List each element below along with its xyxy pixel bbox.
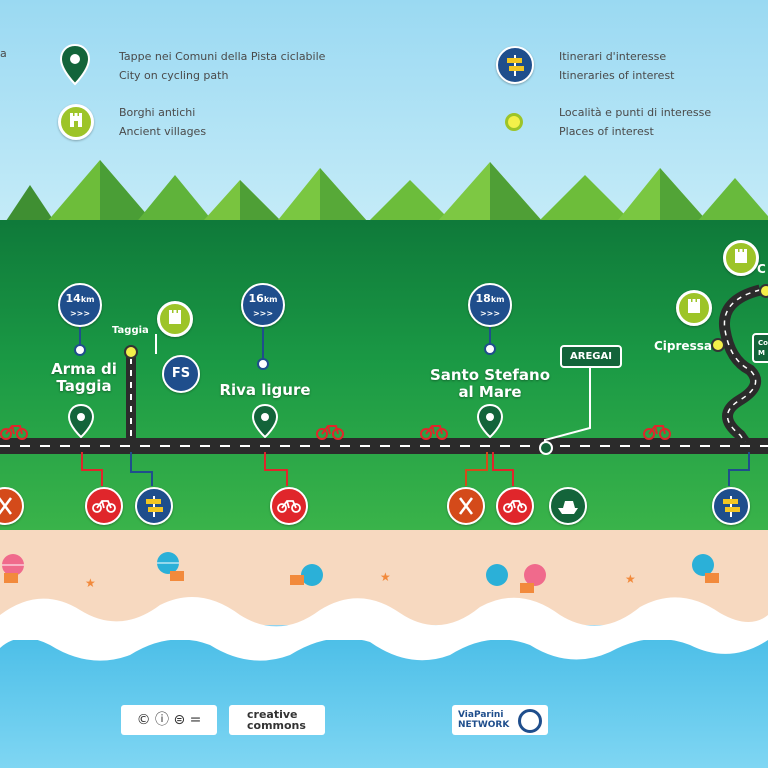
- km-14-value: 14: [65, 292, 81, 305]
- santo-stefano-pin-icon: [477, 404, 503, 438]
- wave-foam: [0, 630, 768, 661]
- santo-stefano-label: Santo Stefano al Mare: [425, 367, 555, 401]
- ancient-village-icon: [58, 104, 94, 140]
- viaparini-network-logo[interactable]: ViaParini NETWORK: [452, 705, 548, 735]
- itinerary-signpost-icon: [496, 46, 534, 84]
- taggia-place-dot-icon: [124, 345, 138, 359]
- viaparini-text1: ViaParini: [458, 710, 504, 720]
- arma-pin-icon: [68, 404, 94, 438]
- aregai-tag: AREGAI: [560, 345, 622, 368]
- svg-text:★: ★: [85, 576, 96, 590]
- legend-itineraries-it: Itinerari d'interesse: [559, 50, 667, 63]
- boat-marina-icon: [549, 487, 587, 525]
- winding-road: [718, 284, 762, 445]
- itinerary-icon-cipressa: [712, 487, 750, 525]
- km-18-value: 18: [475, 292, 491, 305]
- road-centerline: [0, 445, 768, 447]
- legend-cycling-path-it: Tappe nei Comuni della Pista ciclabile: [119, 50, 326, 63]
- arma-di-taggia-label: Arma di Taggia: [40, 361, 128, 395]
- legend-cut-label: a: [0, 47, 7, 60]
- road-bikes: [0, 425, 671, 440]
- legend-ancient-villages: Borghi antichi Ancient villages: [119, 103, 206, 141]
- service-connectors: [81, 452, 750, 486]
- taggia-road-dash: [130, 358, 132, 438]
- itinerary-icon: [135, 487, 173, 525]
- km-18-stem: [489, 327, 491, 345]
- legend-places-it: Località e punti di interesse: [559, 106, 712, 119]
- cipressa-place-dot-icon: [711, 338, 725, 352]
- cc-text1: creative: [247, 708, 298, 721]
- arma-line2: Taggia: [56, 377, 112, 395]
- place-of-interest-dot-icon: [505, 113, 523, 131]
- km-marker-14: 14km >>>: [58, 283, 102, 327]
- aregai-road-node: [539, 441, 553, 455]
- km-18-unit: km: [490, 295, 505, 304]
- cut-c-label: C: [757, 262, 766, 276]
- km-16-value: 16: [248, 292, 264, 305]
- santo-line2: al Mare: [458, 383, 522, 401]
- km-marker-18: 18km >>>: [468, 283, 512, 327]
- km-14-unit: km: [80, 295, 95, 304]
- arma-line1: Arma di: [51, 360, 117, 378]
- legend-cycling-path-en: City on cycling path: [119, 69, 229, 82]
- km-16-stem: [262, 327, 264, 362]
- train-station-fs-icon: FS: [162, 355, 200, 393]
- legend-cycling-path: Tappe nei Comuni della Pista ciclabile C…: [119, 47, 325, 85]
- svg-text:★: ★: [625, 572, 636, 586]
- taggia-connector: [155, 334, 157, 354]
- cipressa-label: Cipressa: [654, 339, 712, 353]
- sea-area: [0, 640, 768, 768]
- cc-symbols-text: © ⓘ ⊜ =: [136, 712, 202, 728]
- cipressa-village-icon: [676, 290, 712, 326]
- santo-line1: Santo Stefano: [429, 366, 551, 384]
- legend-itineraries-en: Itineraries of interest: [559, 69, 675, 82]
- km-18-dot: [484, 343, 496, 355]
- svg-text:★: ★: [380, 570, 391, 584]
- far-right-village-icon: [723, 240, 759, 276]
- bike-rental-icon-riva: [270, 487, 308, 525]
- km-14-stem: [79, 327, 81, 347]
- legend-places-en: Places of interest: [559, 125, 654, 138]
- riva-pin-icon: [252, 404, 278, 438]
- km-18-arrows: >>>: [479, 309, 501, 318]
- legend-ancient-it: Borghi antichi: [119, 106, 196, 119]
- bike-rental-icon: [85, 487, 123, 525]
- creative-commons-symbols[interactable]: © ⓘ ⊜ =: [121, 705, 217, 735]
- taggia-label: Taggia: [112, 325, 149, 336]
- cut-m: M: [758, 349, 765, 357]
- taggia-village-icon: [157, 301, 193, 337]
- cut-co: Co: [758, 339, 768, 347]
- legend-places: Località e punti di interesse Places of …: [559, 103, 711, 141]
- beach-umbrellas: ★ ★ ★: [2, 552, 719, 593]
- sky-background: [0, 0, 768, 230]
- bike-rental-icon-santo-stefano: [496, 487, 534, 525]
- restaurant-icon: [0, 487, 24, 525]
- restaurant-icon-santo-stefano: [447, 487, 485, 525]
- viaparini-text2: NETWORK: [458, 720, 510, 730]
- legend-ancient-en: Ancient villages: [119, 125, 207, 138]
- km-14-arrows: >>>: [69, 309, 91, 318]
- cycling-path-pin-icon: [60, 44, 90, 86]
- km-16-unit: km: [263, 295, 278, 304]
- km-14-dot: [74, 344, 86, 356]
- viaparini-ring-icon: [518, 709, 542, 733]
- cc-text2: commons: [247, 719, 306, 732]
- creative-commons-logo[interactable]: creative commons: [229, 705, 325, 735]
- far-right-place-dot-icon: [759, 284, 768, 298]
- cut-tag: Co M: [752, 333, 768, 363]
- km-16-arrows: >>>: [252, 309, 274, 318]
- legend-itineraries: Itinerari d'interesse Itineraries of int…: [559, 47, 675, 85]
- km-16-dot: [257, 358, 269, 370]
- riva-ligure-label: Riva ligure: [219, 381, 311, 399]
- km-marker-16: 16km >>>: [241, 283, 285, 327]
